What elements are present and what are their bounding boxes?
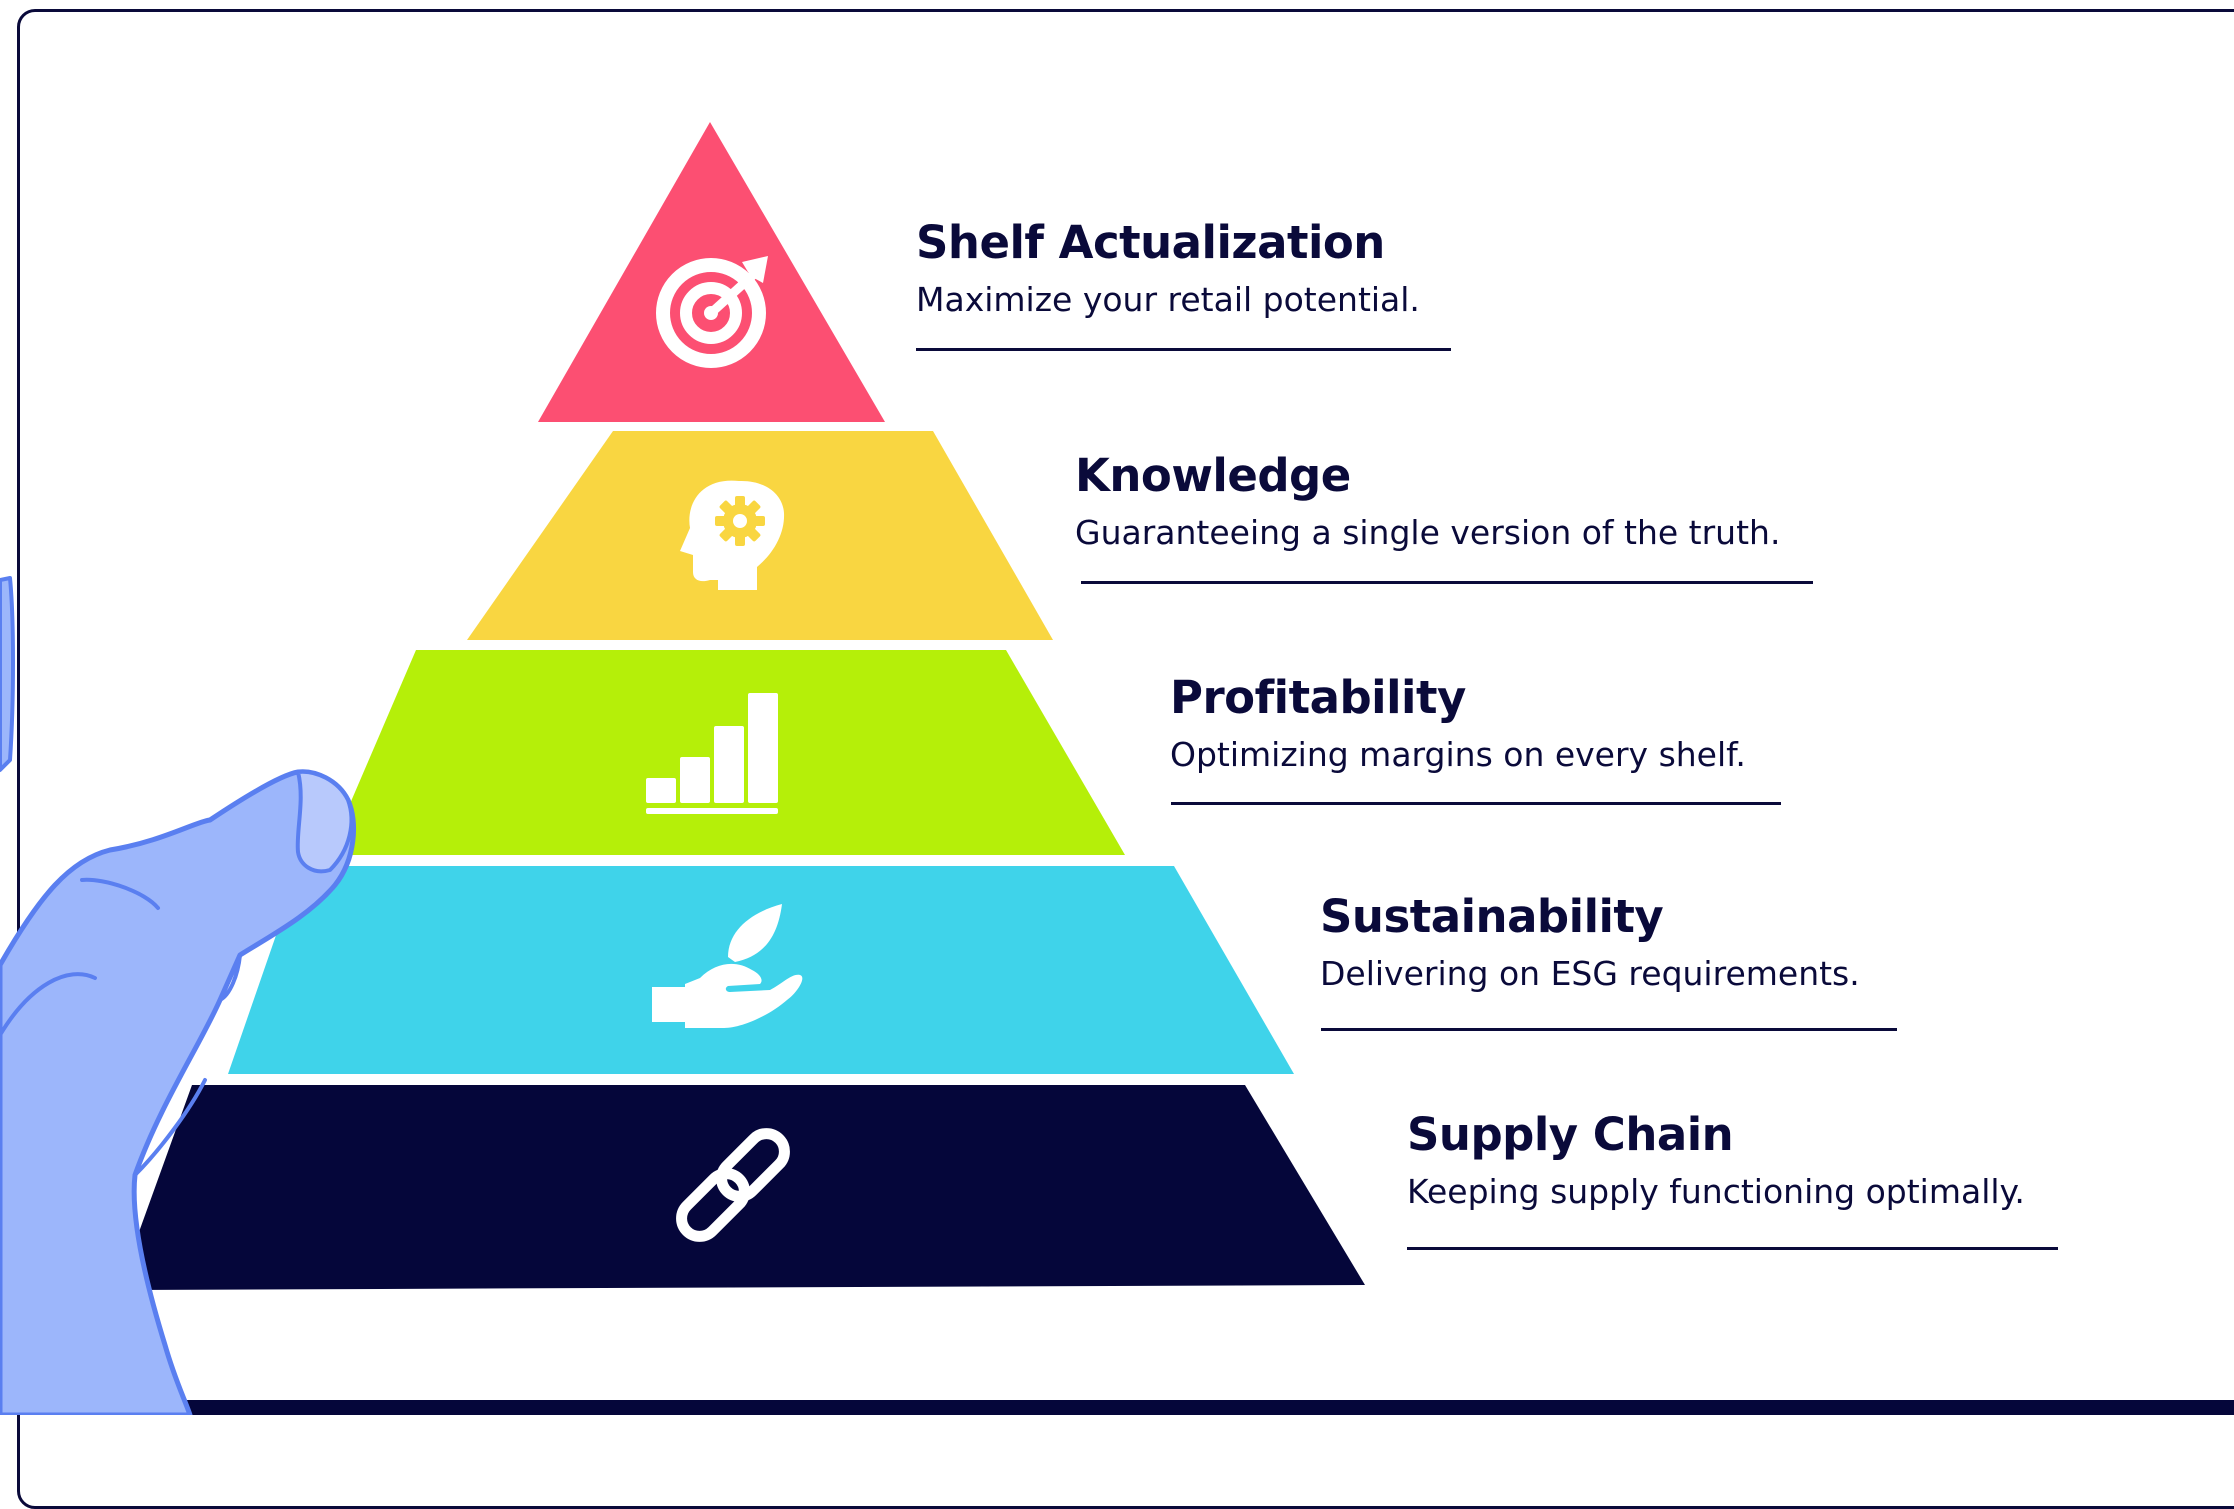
tier-label-profitability: Profitability Optimizing margins on ever… [1170, 671, 1781, 805]
target-arrow-icon [656, 256, 768, 368]
tier-sustainability [228, 866, 1294, 1074]
tier-title: Sustainability [1320, 890, 1664, 943]
tier-title: Knowledge [1075, 449, 1351, 502]
chain-link-icon [676, 1128, 790, 1242]
bar-chart-icon [646, 693, 778, 814]
tier-description: Optimizing margins on every shelf. [1170, 735, 1746, 774]
pyramid-diagram [0, 122, 1365, 1415]
tier-label-knowledge: Knowledge Guaranteeing a single version … [1075, 449, 1813, 584]
bottom-bar [185, 1400, 2234, 1415]
tier-description: Keeping supply functioning optimally. [1407, 1172, 2025, 1211]
tier-divider [1407, 1247, 2058, 1250]
tier-label-shelf-actualization: Shelf Actualization Maximize your retail… [916, 216, 1451, 351]
tier-label-supply-chain: Supply Chain Keeping supply functioning … [1407, 1108, 2058, 1250]
head-gear-icon [680, 480, 785, 590]
tier-description: Maximize your retail potential. [916, 280, 1420, 319]
tier-description: Delivering on ESG requirements. [1320, 954, 1860, 993]
tier-title: Shelf Actualization [916, 216, 1385, 269]
tier-label-sustainability: Sustainability Delivering on ESG require… [1320, 890, 1897, 1031]
tier-divider [1081, 581, 1813, 584]
hand-leaf-icon [652, 904, 803, 1028]
tier-description: Guaranteeing a single version of the tru… [1075, 513, 1781, 552]
hand-illustration [0, 576, 357, 1415]
tier-divider [1171, 802, 1781, 805]
tier-title: Supply Chain [1407, 1108, 1734, 1161]
tier-divider [916, 348, 1451, 351]
tier-title: Profitability [1170, 671, 1466, 724]
tier-divider [1321, 1028, 1897, 1031]
